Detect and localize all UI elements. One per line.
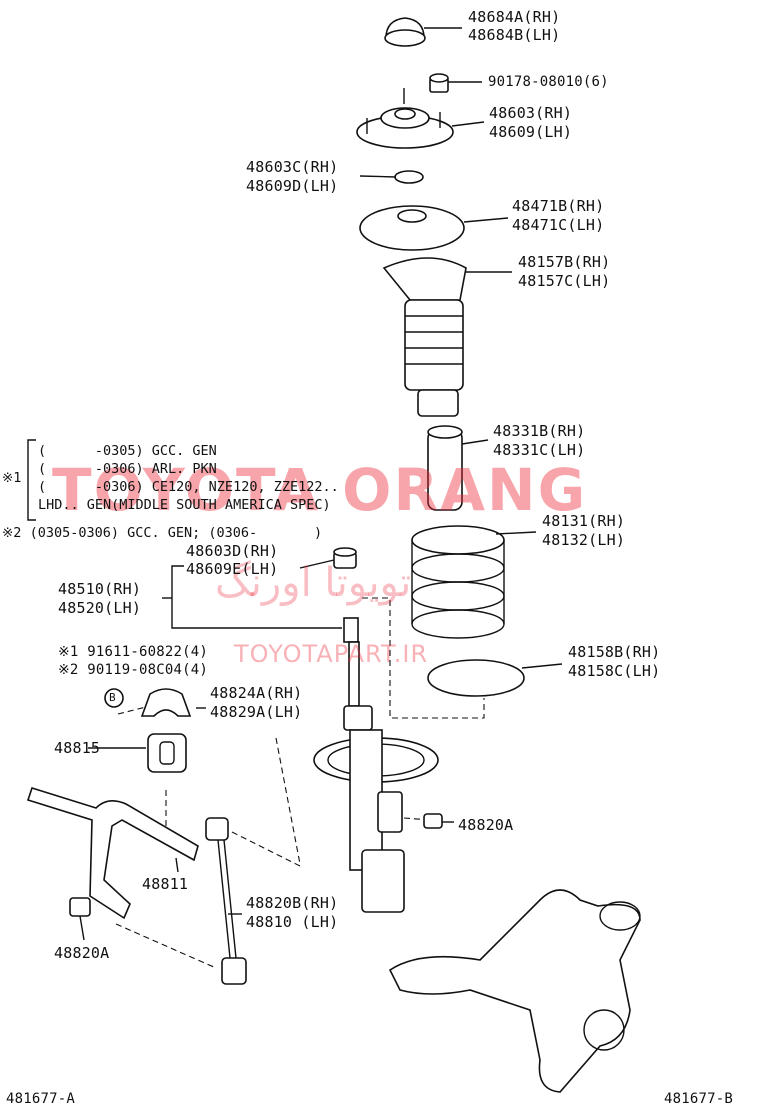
guide-line — [231, 831, 301, 867]
spring-bumper-boot-part — [382, 257, 467, 417]
note-line3: ( -0306) CE120, NZE120, ZZE122.. — [38, 479, 339, 495]
leader-line — [495, 531, 537, 535]
note-bracket — [27, 439, 36, 521]
nut-48820a-left-part — [69, 897, 91, 917]
label-48157b: 48157B(RH) — [518, 253, 611, 271]
steering-knuckle-part — [388, 889, 641, 1093]
note-line4: LHD.. GEN(MIDDLE SOUTH AMERICA SPEC) — [38, 497, 331, 513]
strut-nut-part — [333, 547, 357, 569]
label-48810: 48810 (LH) — [246, 913, 339, 931]
bearing-part — [394, 170, 424, 184]
label-48829a: 48829A(LH) — [210, 703, 303, 721]
label-48157c: 48157C(LH) — [518, 272, 611, 290]
b-marker-circle — [104, 688, 124, 708]
note-line2: ( -0306) ARL. PKN — [38, 461, 217, 477]
guide-line — [362, 597, 485, 719]
label-48609e: 48609E(LH) — [186, 560, 279, 578]
leader-line — [359, 175, 397, 178]
stabilizer-bushing-part — [147, 733, 187, 773]
label-48603d: 48603D(RH) — [186, 542, 279, 560]
label-48824a: 48824A(RH) — [210, 684, 303, 702]
label-48471c: 48471C(LH) — [512, 216, 605, 234]
label-48811: 48811 — [142, 875, 189, 893]
label-48609: 48609(LH) — [489, 123, 573, 141]
label-48158c: 48158C(LH) — [568, 662, 661, 680]
label-90178: 90178-08010(6) — [488, 74, 609, 90]
label-48815: 48815 — [54, 739, 101, 757]
label-bolt1: ※1 91611-60822(4) — [58, 644, 208, 660]
guide-line — [115, 923, 217, 969]
stabilizer-link-part — [205, 817, 247, 985]
leader-line — [175, 857, 179, 873]
drawing-code-right: 481677-B — [664, 1091, 734, 1107]
leader-bracket — [171, 565, 342, 629]
label-bolt2: ※2 90119-08C04(4) — [58, 662, 208, 678]
label-48520: 48520(LH) — [58, 599, 142, 617]
spring-lower-insulator-part — [427, 659, 525, 697]
label-48331c: 48331C(LH) — [493, 441, 586, 459]
guide-line — [117, 705, 151, 715]
spring-upper-insulator-part — [359, 205, 465, 251]
leader-line — [79, 915, 85, 941]
bound-stopper-part — [427, 425, 463, 511]
nut-48820a-right-part — [423, 813, 443, 829]
label-48471b: 48471B(RH) — [512, 197, 605, 215]
guide-line — [275, 737, 301, 865]
label-48820b: 48820B(RH) — [246, 894, 339, 912]
nut-90178-part — [429, 73, 449, 93]
coil-spring-part — [411, 525, 505, 639]
shock-absorber-part — [313, 617, 439, 913]
label-48331b: 48331B(RH) — [493, 422, 586, 440]
stabilizer-bar-part — [26, 787, 199, 920]
leader-line — [299, 559, 335, 569]
stabilizer-bracket-part — [140, 688, 192, 717]
label-48132: 48132(LH) — [542, 531, 626, 549]
label-48820a-right: 48820A — [458, 816, 514, 834]
note-line1: ( -0305) GCC. GEN — [38, 443, 217, 459]
label-48820a-left: 48820A — [54, 944, 110, 962]
label-48684a: 48684A(RH) — [468, 8, 561, 26]
label-48603: 48603(RH) — [489, 104, 573, 122]
label-48158b: 48158B(RH) — [568, 643, 661, 661]
b-marker-label: B — [109, 691, 116, 704]
label-48609d: 48609D(LH) — [246, 177, 339, 195]
leader-line — [463, 217, 509, 223]
strut-support-part — [356, 88, 454, 149]
leader-line — [461, 439, 489, 445]
label-48131: 48131(RH) — [542, 512, 626, 530]
label-48684b: 48684B(LH) — [468, 26, 561, 44]
note-line5: ※2 (0305-0306) GCC. GEN; (0306- ) — [2, 525, 323, 541]
label-48510: 48510(RH) — [58, 580, 142, 598]
dust-cap-part — [384, 17, 426, 47]
note-mark1: ※1 — [2, 470, 22, 486]
drawing-code-left: 481677-A — [6, 1091, 76, 1107]
leader-line — [521, 663, 563, 669]
label-48603c: 48603C(RH) — [246, 158, 339, 176]
leader-line — [451, 121, 485, 127]
